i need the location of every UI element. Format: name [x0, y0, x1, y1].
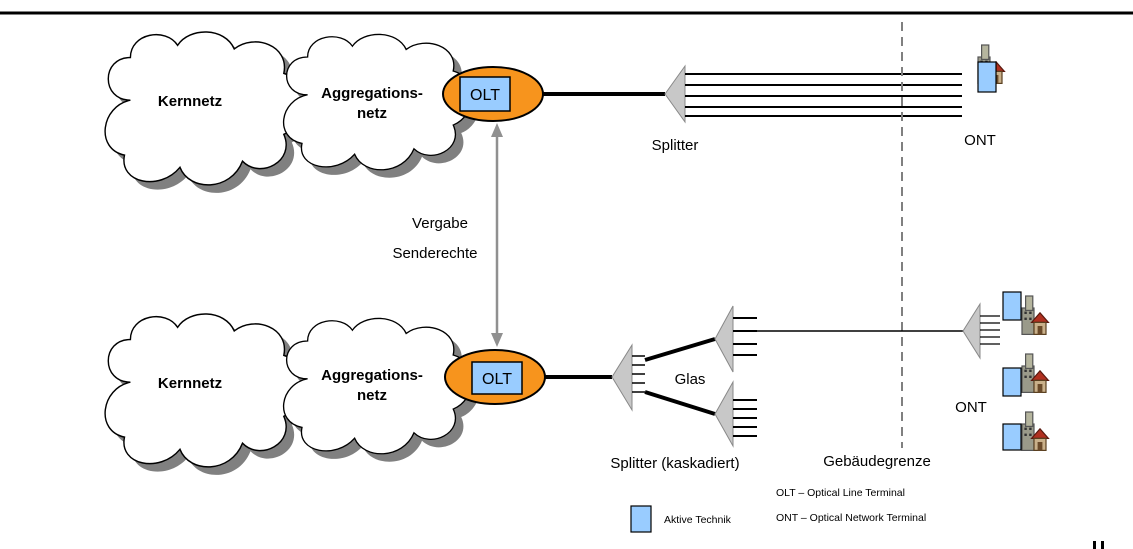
core-network-label-top: Kernnetz: [158, 93, 222, 110]
splitter-label-top: Splitter: [652, 137, 699, 154]
ont-label-bottom: ONT: [955, 399, 987, 416]
olt-label-bottom: OLT: [482, 371, 512, 388]
splitter-stage2-upper: [714, 305, 757, 373]
legend-active-tech: Aktive Technik: [630, 505, 732, 533]
legend-ont-definition: ONT – Optical Network Terminal: [776, 512, 926, 524]
legend-olt-definition: OLT – Optical Line Terminal: [776, 487, 905, 499]
aggregation-network-label-bottom-1: Aggregations-: [321, 367, 423, 384]
logo-fragment: [1093, 541, 1104, 549]
core-network-cloud-bottom: Kernnetz: [104, 313, 312, 475]
glass-label: Glas: [675, 371, 706, 388]
legend-active-swatch: [630, 505, 652, 533]
ont-bottom-2: [1002, 353, 1050, 397]
ont-top: [977, 44, 1006, 93]
transmit-rights-label-1: Vergabe: [412, 215, 468, 232]
olt-bottom: OLT: [444, 349, 546, 405]
aggregation-network-cloud-top: Aggregations- netz: [283, 33, 481, 178]
core-network-label-bottom: Kernnetz: [158, 375, 222, 392]
cascaded-splitter-label: Splitter (kaskadiert): [610, 455, 739, 472]
ont-bottom-1: [1002, 291, 1050, 335]
aggregation-network-label-top-2: netz: [357, 105, 387, 122]
ont-label-top: ONT: [964, 132, 996, 149]
legend-active-label: Aktive Technik: [664, 514, 732, 526]
aggregation-network-cloud-bottom: Aggregations- netz: [283, 317, 481, 462]
ont-bottom-3: [1002, 411, 1050, 451]
splitter-stage1: [611, 343, 645, 412]
olt-top: OLT: [442, 66, 544, 122]
transmit-rights-arrow: [491, 123, 503, 347]
drop-fibers-top: [685, 73, 962, 117]
transmit-rights-label-2: Senderechte: [392, 245, 477, 262]
olt-label-top: OLT: [470, 87, 500, 104]
core-network-cloud-top: Kernnetz: [104, 31, 312, 193]
splitter-top: [664, 64, 686, 124]
building-splitter: [962, 302, 1000, 360]
building-boundary-label: Gebäudegrenze: [823, 453, 931, 470]
splitter-stage2-lower: [714, 380, 757, 448]
aggregation-network-label-top-1: Aggregations-: [321, 85, 423, 102]
aggregation-network-label-bottom-2: netz: [357, 387, 387, 404]
glass-branches: [644, 337, 716, 416]
